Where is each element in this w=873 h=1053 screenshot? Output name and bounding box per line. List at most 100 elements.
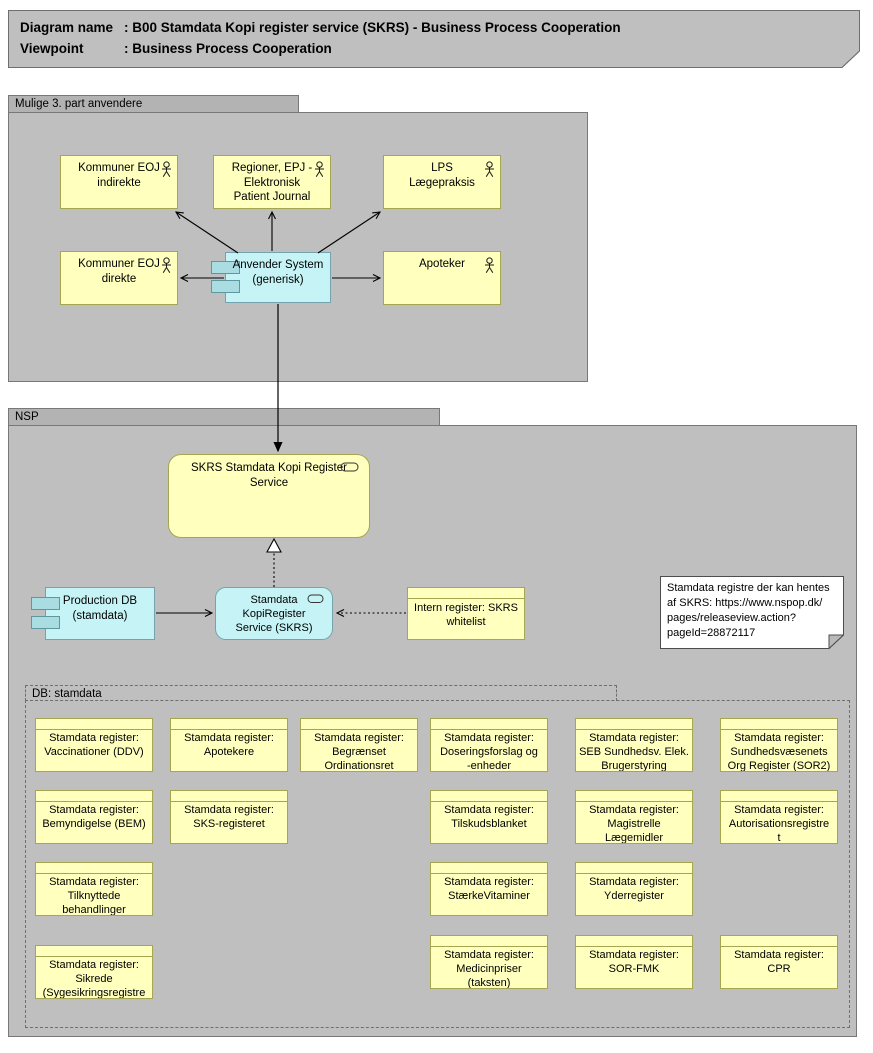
viewpoint-label: Viewpoint [20,41,84,56]
title-note-shape [8,10,860,68]
node-lps-laegepraksis: LPS Lægepraksis [383,155,501,209]
register-label: Stamdata register: Begrænset Ordinations… [314,732,404,772]
component-tab-icon [31,597,60,610]
node-stamdata-kopiregister-service: Stamdata KopiRegister Service (SKRS) [215,587,333,640]
register-bemyndigelse-bem: Stamdata register: Bemyndigelse (BEM) [35,790,153,844]
object-top-band [36,791,152,802]
node-kommuner-eoj-indirekte: Kommuner EOJ indirekte [60,155,178,209]
register-sikrede: Stamdata register: Sikrede (Sygesikrings… [35,945,153,999]
node-label: Apoteker [418,258,466,270]
register-vaccinationer-ddv: Stamdata register: Vaccinationer (DDV) [35,718,153,772]
object-top-band [721,791,837,802]
object-top-band [408,588,524,599]
register-magistrelle-laegemidler: Stamdata register: Magistrelle Lægemidle… [575,790,693,844]
component-tab-icon [31,616,60,629]
register-label: Stamdata register: Yderregister [589,876,679,902]
register-label: Stamdata register: Sikrede (Sygesikrings… [42,959,146,999]
object-top-band [576,936,692,947]
register-sor2: Stamdata register: Sundhedsvæsenets Org … [720,718,838,772]
group-tab-db-stamdata: DB: stamdata [25,685,617,701]
register-label: Stamdata register: StærkeVitaminer [444,876,534,902]
group-body-db-stamdata [25,700,850,1028]
register-tilskudsblanket: Stamdata register: Tilskudsblanket [430,790,548,844]
node-label: Production DB (stamdata) [62,595,138,622]
register-label: Stamdata register: CPR [734,949,824,975]
actor-icon [315,161,324,177]
node-label: Kommuner EOJ direkte [78,258,160,285]
note-text: Stamdata registre der kan hentes af SKRS… [667,582,830,639]
node-label: Stamdata KopiRegister Service (SKRS) [235,594,313,634]
node-kommuner-eoj-direkte: Kommuner EOJ direkte [60,251,178,305]
actor-icon [485,257,494,273]
component-tab-icon [211,280,240,293]
register-doseringsforslag: Stamdata register: Doseringsforslag og -… [430,718,548,772]
title-note: Diagram name : B00 Stamdata Kopi registe… [8,10,860,68]
node-regioner-epj: Regioner, EPJ - Elektronisk Patient Jour… [213,155,331,209]
node-label: Intern register: SKRS whitelist [414,602,518,628]
note-fold-line [841,50,860,68]
actor-icon [162,161,171,177]
node-apoteker: Apoteker [383,251,501,305]
node-anvender-system: Anvender System (generisk) [211,252,331,303]
group-label-nsp: NSP [15,411,39,423]
note-skrs-link: Stamdata registre der kan hentes af SKRS… [660,576,844,649]
node-label: LPS Lægepraksis [409,162,475,189]
register-label: Stamdata register: Tilskudsblanket [444,804,534,830]
service-icon [340,462,359,472]
group-tab-third-party: Mulige 3. part anvendere [8,95,299,113]
title-value: : B00 Stamdata Kopi register service (SK… [124,20,621,35]
node-production-db: Production DB (stamdata) [31,587,155,640]
register-begraenset-ordinationsret: Stamdata register: Begrænset Ordinations… [300,718,418,772]
object-top-band [576,863,692,874]
register-autorisationsregistret: Stamdata register: Autorisationsregistre… [720,790,838,844]
node-label: Anvender System (generisk) [232,259,324,286]
object-top-band [721,719,837,730]
register-label: Stamdata register: Bemyndigelse (BEM) [42,804,146,830]
register-label: Stamdata register: Vaccinationer (DDV) [44,732,144,758]
register-label: Stamdata register: SKS-registeret [184,804,274,830]
group-label-third-party: Mulige 3. part anvendere [15,98,143,110]
object-top-band [431,791,547,802]
object-top-band [431,936,547,947]
node-label: Regioner, EPJ - Elektronisk Patient Jour… [231,162,313,203]
group-label-db-stamdata: DB: stamdata [32,687,102,700]
node-label: SKRS Stamdata Kopi Register Service [191,462,347,489]
register-label: Stamdata register: Autorisationsregistre… [728,804,830,844]
service-icon [307,594,324,603]
register-label: Stamdata register: Sundhedsvæsenets Org … [727,732,831,772]
node-intern-register-skrs-whitelist: Intern register: SKRS whitelist [407,587,525,640]
register-tilknyttede-behandlinger: Stamdata register: Tilknyttede behandlin… [35,862,153,916]
object-top-band [36,863,152,874]
node-label: Kommuner EOJ indirekte [78,162,160,189]
note-shape [660,576,844,649]
object-top-band [301,719,417,730]
object-top-band [431,863,547,874]
viewpoint-value: : Business Process Cooperation [124,41,332,56]
register-staerkevitaminer: Stamdata register: StærkeVitaminer [430,862,548,916]
register-apotekere: Stamdata register: Apotekere [170,718,288,772]
register-label: Stamdata register: Apotekere [184,732,274,758]
register-label: Stamdata register: Magistrelle Lægemidle… [589,804,679,844]
object-top-band [576,719,692,730]
register-medicinpriser-taksten: Stamdata register: Medicinpriser (takste… [430,935,548,989]
register-label: Stamdata register: SEB Sundhedsv. Elek. … [579,732,689,772]
node-skrs-stamdata-kopi-register-service: SKRS Stamdata Kopi Register Service [168,454,370,538]
register-label: Stamdata register: Doseringsforslag og -… [440,732,538,772]
object-top-band [36,946,152,957]
object-top-band [171,791,287,802]
title-text-block: Diagram name : B00 Stamdata Kopi registe… [20,17,850,59]
object-top-band [36,719,152,730]
register-label: Stamdata register: Tilknyttede behandlin… [49,876,139,916]
object-top-band [431,719,547,730]
actor-icon [485,161,494,177]
register-sor-fmk: Stamdata register: SOR-FMK [575,935,693,989]
register-label: Stamdata register: SOR-FMK [589,949,679,975]
object-top-band [721,936,837,947]
register-cpr: Stamdata register: CPR [720,935,838,989]
register-yderregister: Stamdata register: Yderregister [575,862,693,916]
actor-icon [162,257,171,273]
component-tab-icon [211,261,240,274]
register-sks-registeret: Stamdata register: SKS-registeret [170,790,288,844]
title-row-diagram-name: Diagram name : B00 Stamdata Kopi registe… [20,17,850,38]
